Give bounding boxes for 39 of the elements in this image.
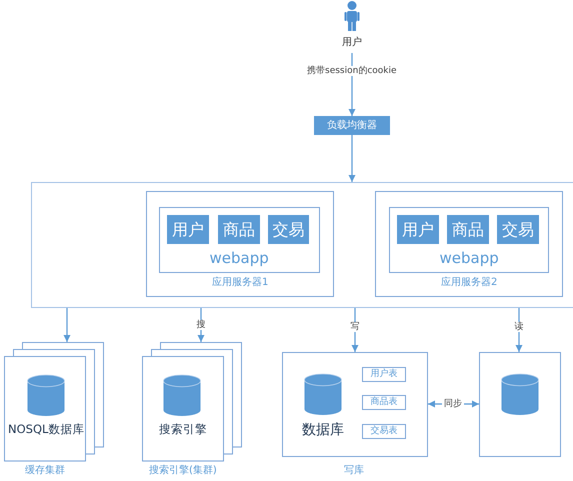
box-label: 应用服务器1 xyxy=(212,277,268,289)
webapp-box xyxy=(159,207,320,273)
table-box: 商品表 xyxy=(362,395,406,410)
webapp-box xyxy=(389,207,549,273)
edge-label: 读 xyxy=(512,322,526,332)
box-title: webapp xyxy=(440,249,499,267)
module-tile: 商品 xyxy=(218,215,260,244)
server-box xyxy=(146,191,334,297)
edge-label: 同步 xyxy=(442,398,464,410)
node-label: 写库 xyxy=(344,465,364,477)
table-box: 交易表 xyxy=(362,424,406,439)
table-box: 用户表 xyxy=(362,367,406,382)
edge-label: 携带session的cookie xyxy=(305,66,399,76)
edge-label: 搜 xyxy=(194,320,208,330)
database-box xyxy=(282,352,428,457)
card-stack xyxy=(4,342,104,462)
box-title: webapp xyxy=(210,249,269,267)
node-label: NOSQL数据库 xyxy=(8,423,84,437)
module-tile: 交易 xyxy=(268,215,309,244)
node-label: 搜索引擎(集群) xyxy=(149,465,217,477)
arrow xyxy=(64,308,70,342)
module-tile: 用户 xyxy=(397,215,439,244)
module-tile: 用户 xyxy=(167,215,209,244)
node-label: 数据库 xyxy=(302,422,344,438)
arrow xyxy=(198,308,204,342)
arrow xyxy=(352,308,358,352)
container-box xyxy=(31,182,573,308)
box-label: 应用服务器2 xyxy=(441,277,498,289)
card-stack xyxy=(142,342,242,462)
process-box: 负载均衡器 xyxy=(314,116,390,135)
node-label: 缓存集群 xyxy=(25,465,65,477)
arrow xyxy=(348,135,356,182)
module-tile: 商品 xyxy=(447,215,489,244)
module-tile: 交易 xyxy=(497,215,539,244)
person-label: 用户 xyxy=(342,37,362,49)
edge-label: 写 xyxy=(348,322,362,332)
node-label: 搜索引擎 xyxy=(159,423,207,437)
database-box xyxy=(479,352,561,457)
server-box xyxy=(375,191,563,297)
